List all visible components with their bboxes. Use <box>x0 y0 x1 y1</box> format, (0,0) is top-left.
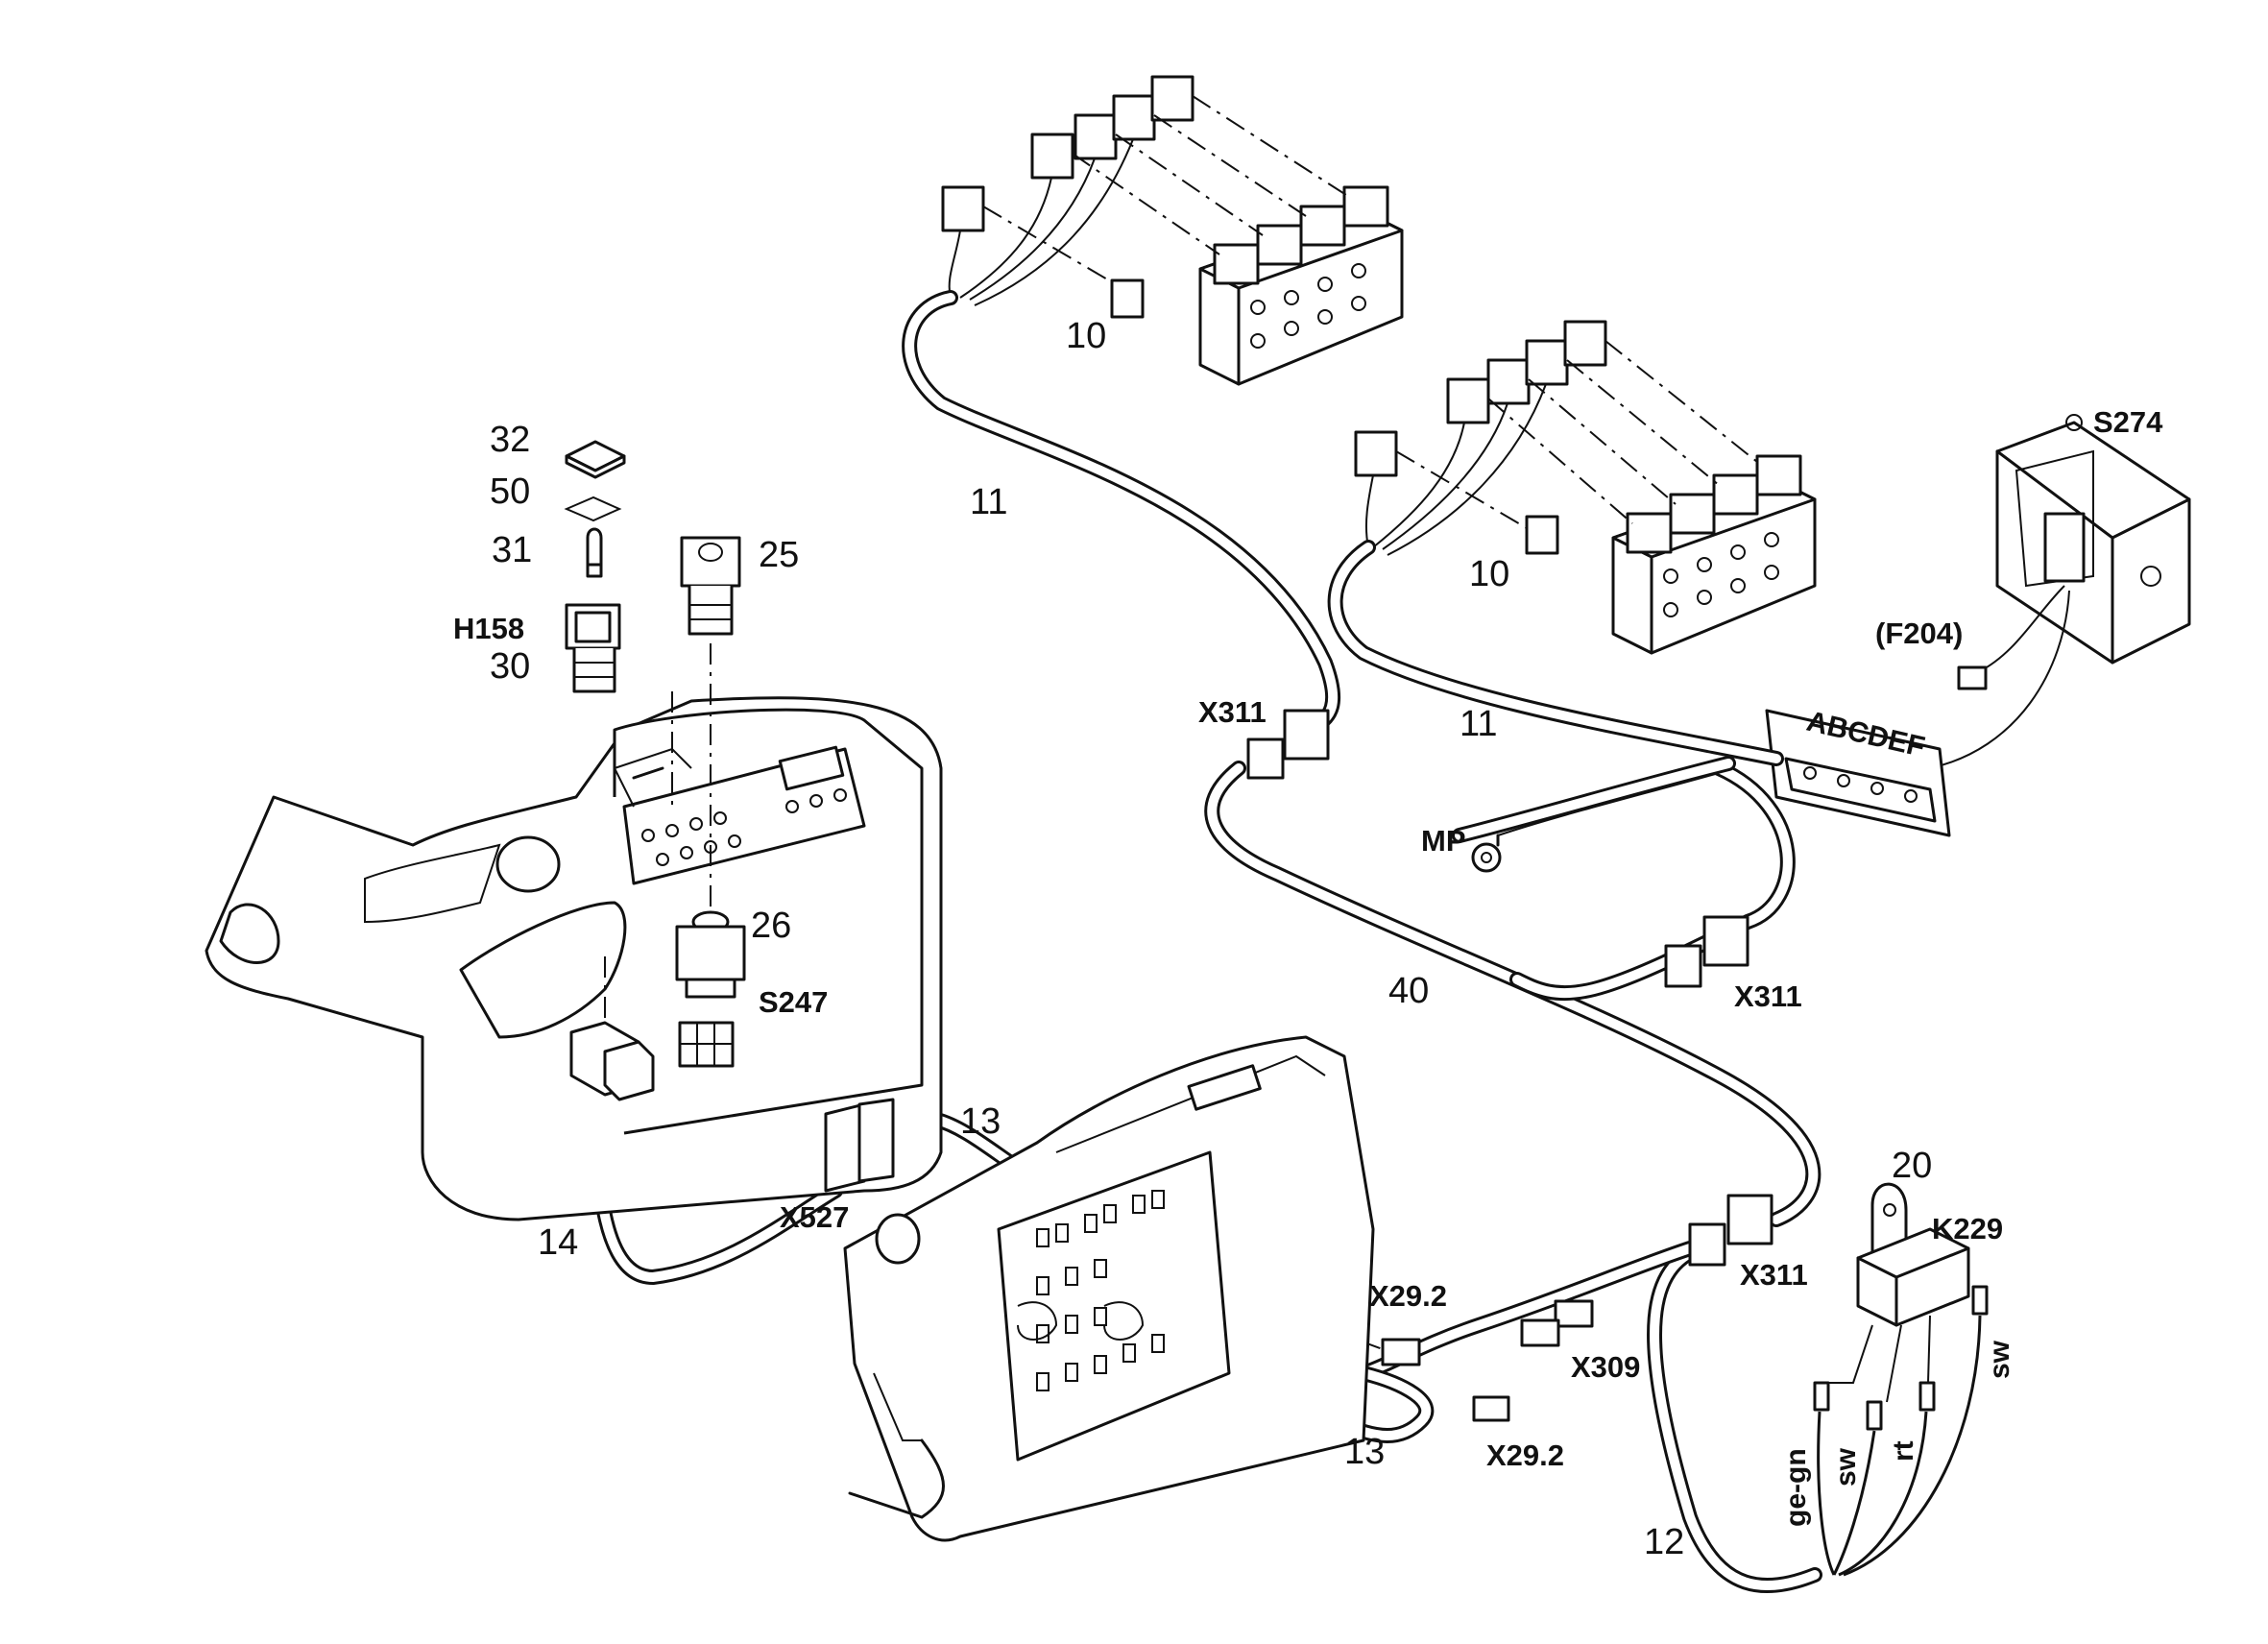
label-S274: S274 <box>2093 405 2163 439</box>
wire-color-rt: rt <box>1888 1440 1919 1462</box>
connector-X311-upper <box>1246 709 1330 780</box>
relay-K229 <box>1813 1182 1989 1577</box>
callout-30: 30 <box>490 646 530 687</box>
callout-26: 26 <box>751 906 791 946</box>
ground-lead-MP <box>1471 772 1720 873</box>
callout-12: 12 <box>1644 1522 1684 1562</box>
callout-14: 14 <box>538 1222 578 1263</box>
label-K229: K229 <box>1932 1212 2003 1245</box>
callout-20: 20 <box>1892 1146 1932 1186</box>
label-X29-2-upper: X29.2 <box>1369 1279 1447 1313</box>
switch-25 <box>680 536 741 922</box>
label-X29-2-lower: X29.2 <box>1486 1438 1564 1472</box>
connector-X527 <box>824 1098 895 1193</box>
callout-13-lower: 13 <box>1344 1432 1385 1472</box>
wire-color-ge-gn: ge-gn <box>1780 1448 1812 1527</box>
connector-X311-lower <box>1688 1194 1773 1267</box>
label-F204: (F204) <box>1875 616 1963 650</box>
label-X309: X309 <box>1571 1350 1640 1384</box>
label-X311-lower: X311 <box>1740 1258 1808 1292</box>
dashboard-console <box>205 696 943 1221</box>
multi-pin-connector: ABCDEF <box>1765 706 1951 837</box>
wire-color-sw-right: sw <box>1984 1340 2015 1379</box>
callout-32: 32 <box>490 420 530 460</box>
valve-block-upper <box>941 75 1404 386</box>
callout-10-upper: 10 <box>1066 316 1106 356</box>
callout-11-lower: 11 <box>1460 704 1497 744</box>
valve-block-lower <box>1354 320 1817 655</box>
callout-10-lower: 10 <box>1469 554 1509 594</box>
plug-14 <box>569 951 655 1101</box>
control-box <box>843 1035 1375 1542</box>
label-S247: S247 <box>759 985 828 1019</box>
label-X527: X527 <box>780 1200 849 1234</box>
callout-13-upper: 13 <box>960 1101 1001 1142</box>
switch-base-S247 <box>675 910 746 1068</box>
connector-X309 <box>1520 1299 1594 1347</box>
connector-X311-middle <box>1664 915 1749 988</box>
switch-box-S274 <box>1929 414 2191 769</box>
wire-color-sw-left: sw <box>1830 1447 1862 1487</box>
callout-25: 25 <box>759 535 799 575</box>
callout-11-upper: 11 <box>970 482 1007 522</box>
label-X311-middle: X311 <box>1734 979 1802 1013</box>
label-H158: H158 <box>453 612 524 645</box>
indicator-light-H158 <box>564 440 673 807</box>
callout-31: 31 <box>492 530 532 570</box>
label-MP: MP <box>1421 824 1466 858</box>
callout-40: 40 <box>1388 971 1429 1011</box>
label-X311-upper: X311 <box>1198 695 1267 729</box>
callout-50: 50 <box>490 471 530 512</box>
